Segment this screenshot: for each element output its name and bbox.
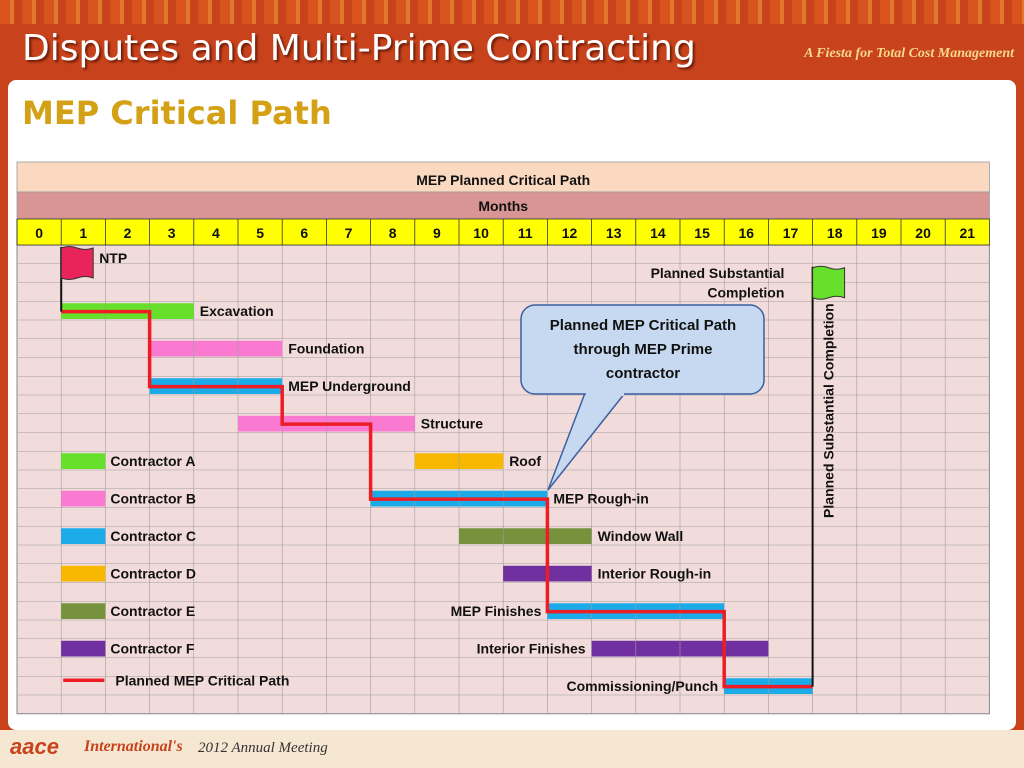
ntp-flag-icon [60,246,94,280]
ntp-label: NTP [99,250,127,266]
chart-title: MEP Planned Critical Path [416,172,590,188]
month-number: 8 [389,225,397,241]
critical-path [61,309,813,689]
legend-label: Contractor A [110,453,195,469]
callout-joint [586,391,624,396]
chart-markers: NTP Planned SubstantialCompletionPlanned … [60,246,846,687]
completion-vertical-label: Planned Substantial Completion [821,303,837,518]
callout-box [520,304,765,395]
legend-label: Contractor F [110,641,194,657]
month-number: 19 [871,225,887,241]
months-label: Months [478,198,528,214]
footer-bar [0,730,1024,768]
legend-line-label: Planned MEP Critical Path [115,672,289,688]
task-label: MEP Finishes [451,603,542,619]
month-number: 10 [473,225,489,241]
month-number: 9 [433,225,441,241]
legend-swatch [61,640,106,657]
month-number: 12 [562,225,578,241]
critical-path-line [61,309,813,689]
month-number: 1 [79,225,87,241]
callout-line-1: Planned MEP Critical Path [549,317,737,334]
footer-meeting: 2012 Annual Meeting [198,740,328,756]
callout-line-2: through MEP Prime [573,341,713,358]
month-number: 15 [694,225,710,241]
task-label: MEP Underground [288,378,411,394]
month-number: 17 [783,225,799,241]
slide-subtitle: MEP Critical Path [22,94,332,132]
title-bar [0,24,1024,78]
conference-tagline: A Fiesta for Total Cost Management [804,46,1014,61]
task-label: Structure [421,416,483,432]
month-number: 3 [168,225,176,241]
task-label: Interior Finishes [477,641,586,657]
callout-line-3: contractor [605,365,681,382]
completion-label-2: Completion [707,285,784,301]
month-number: 4 [212,225,220,241]
legend-swatch [61,565,106,582]
legend-label: Contractor E [110,603,195,619]
completion-flag-icon [812,265,846,300]
completion-label-1: Planned Substantial [651,265,785,281]
slide-title: Disputes and Multi-Prime Contracting [22,28,696,69]
task-label: Window Wall [598,528,684,544]
legend-label: Contractor B [110,491,196,507]
task-label: Foundation [288,341,364,357]
month-number: 18 [827,225,843,241]
legend-swatch [61,490,106,507]
task-label: Commissioning/Punch [567,678,719,694]
legend-swatch [61,453,106,469]
month-number: 2 [124,225,132,241]
legend-label: Contractor C [110,528,196,544]
month-number: 5 [256,225,264,241]
month-number: 21 [960,225,976,241]
task-label: Interior Rough-in [598,566,712,582]
decorative-top-band [0,0,1024,24]
task-label: Excavation [200,303,274,319]
task-label: Roof [509,453,541,469]
month-number: 14 [650,225,666,241]
month-number: 0 [35,225,43,241]
legend-swatch [61,603,106,619]
month-number: 11 [518,225,533,241]
footer-organization: International's [84,738,183,755]
month-number: 7 [345,225,353,241]
task-bar [149,340,283,357]
callout-text: Planned MEP Critical Path through MEP Pr… [525,314,761,386]
legend-label: Contractor D [110,566,196,582]
legend-swatch [61,528,106,544]
month-number: 20 [915,225,931,241]
month-number: 6 [300,225,308,241]
aace-logo: aace [10,734,59,759]
month-number: 16 [739,225,755,241]
month-number: 13 [606,225,622,241]
task-label: MEP Rough-in [553,491,648,507]
callout [520,304,765,491]
chart-legend: Contractor A Contractor B Contractor C Cont… [61,453,289,688]
task-bar [459,528,592,544]
